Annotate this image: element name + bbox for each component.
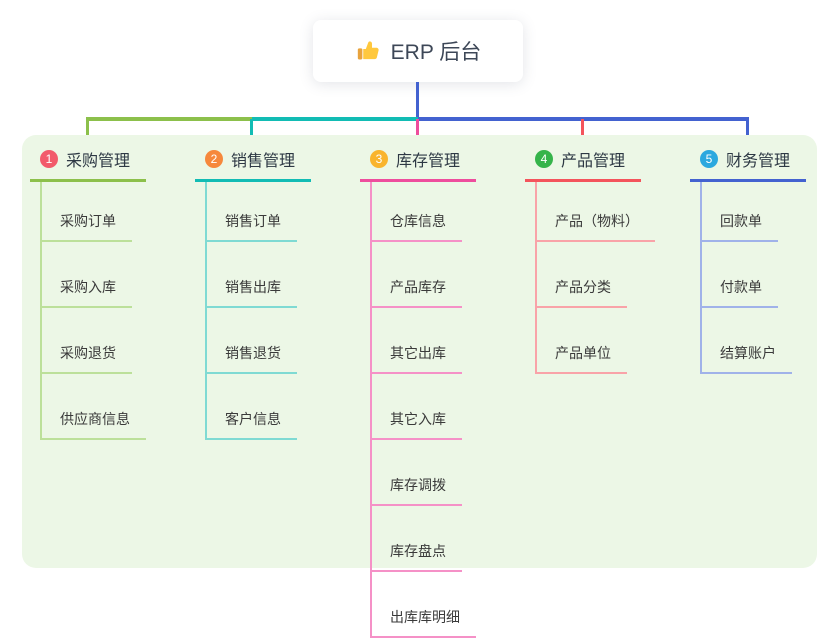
branch-inventory: 3 库存管理 仓库信息 产品库存 其它出库 其它入库 库存调拨 库存盘点 出库库… — [360, 143, 520, 638]
connector-drop-finance — [746, 119, 749, 147]
mindmap-node[interactable]: 产品单位 — [537, 308, 627, 374]
connector-drop-purchase — [86, 119, 89, 147]
mindmap-node[interactable]: 采购订单 — [42, 182, 132, 242]
branch-header-inventory[interactable]: 3 库存管理 — [360, 143, 476, 182]
mindmap-node[interactable]: 产品（物料） — [537, 182, 655, 242]
branch-children-inventory: 仓库信息 产品库存 其它出库 其它入库 库存调拨 库存盘点 出库库明细 — [370, 182, 476, 638]
branch-title: 销售管理 — [231, 153, 296, 170]
branch-children-product: 产品（物料） 产品分类 产品单位 — [535, 182, 655, 374]
branch-title: 财务管理 — [726, 153, 791, 170]
mindmap-node[interactable]: 产品库存 — [372, 242, 462, 308]
branch-product: 4 产品管理 产品（物料） 产品分类 产品单位 — [525, 143, 685, 374]
branch-sales: 2 销售管理 销售订单 销售出库 销售退货 客户信息 — [195, 143, 355, 440]
root-node-title: ERP 后台 — [390, 41, 482, 64]
branch-number-badge: 3 — [370, 150, 388, 168]
branch-number-badge: 5 — [700, 150, 718, 168]
connector-drop-sales — [250, 119, 253, 147]
mindmap-node[interactable]: 其它出库 — [372, 308, 462, 374]
thumbs-up-icon — [357, 41, 379, 60]
mindmap-node[interactable]: 销售退货 — [207, 308, 297, 374]
mindmap-node[interactable]: 采购退货 — [42, 308, 132, 374]
branch-number-badge: 4 — [535, 150, 553, 168]
mindmap-node[interactable]: 付款单 — [702, 242, 778, 308]
connector-horizontal-sales — [252, 117, 418, 121]
mindmap-node[interactable]: 回款单 — [702, 182, 778, 242]
branch-header-sales[interactable]: 2 销售管理 — [195, 143, 311, 182]
branch-purchase: 1 采购管理 采购订单 采购入库 采购退货 供应商信息 — [30, 143, 190, 440]
connector-root-stem — [416, 82, 419, 118]
branch-title: 产品管理 — [561, 153, 626, 170]
branch-header-finance[interactable]: 5 财务管理 — [690, 143, 806, 182]
branch-children-finance: 回款单 付款单 结算账户 — [700, 182, 792, 374]
mindmap-panel — [22, 135, 817, 568]
mindmap-node[interactable]: 产品分类 — [537, 242, 627, 308]
branch-title: 采购管理 — [66, 153, 131, 170]
connector-horizontal-purchase — [86, 117, 252, 121]
branch-title: 库存管理 — [396, 153, 461, 170]
branch-header-product[interactable]: 4 产品管理 — [525, 143, 641, 182]
branch-finance: 5 财务管理 回款单 付款单 结算账户 — [690, 143, 839, 374]
branch-children-purchase: 采购订单 采购入库 采购退货 供应商信息 — [40, 182, 146, 440]
mindmap-node[interactable]: 采购入库 — [42, 242, 132, 308]
mindmap-node[interactable]: 库存调拨 — [372, 440, 462, 506]
branch-children-sales: 销售订单 销售出库 销售退货 客户信息 — [205, 182, 297, 440]
branch-header-purchase[interactable]: 1 采购管理 — [30, 143, 146, 182]
mindmap-node[interactable]: 库存盘点 — [372, 506, 462, 572]
mindmap-node[interactable]: 销售出库 — [207, 242, 297, 308]
mindmap-node[interactable]: 出库库明细 — [372, 572, 476, 638]
mindmap-node[interactable]: 结算账户 — [702, 308, 792, 374]
mindmap-node[interactable]: 仓库信息 — [372, 182, 462, 242]
mindmap-node[interactable]: 其它入库 — [372, 374, 462, 440]
mindmap-node[interactable]: 销售订单 — [207, 182, 297, 242]
branch-number-badge: 2 — [205, 150, 223, 168]
branch-number-badge: 1 — [40, 150, 58, 168]
root-node-erp[interactable]: ERP 后台 — [313, 20, 523, 82]
connector-drop-product — [581, 119, 584, 147]
mindmap-node[interactable]: 供应商信息 — [42, 374, 146, 440]
connector-drop-inventory — [416, 119, 419, 147]
mindmap-node[interactable]: 客户信息 — [207, 374, 297, 440]
